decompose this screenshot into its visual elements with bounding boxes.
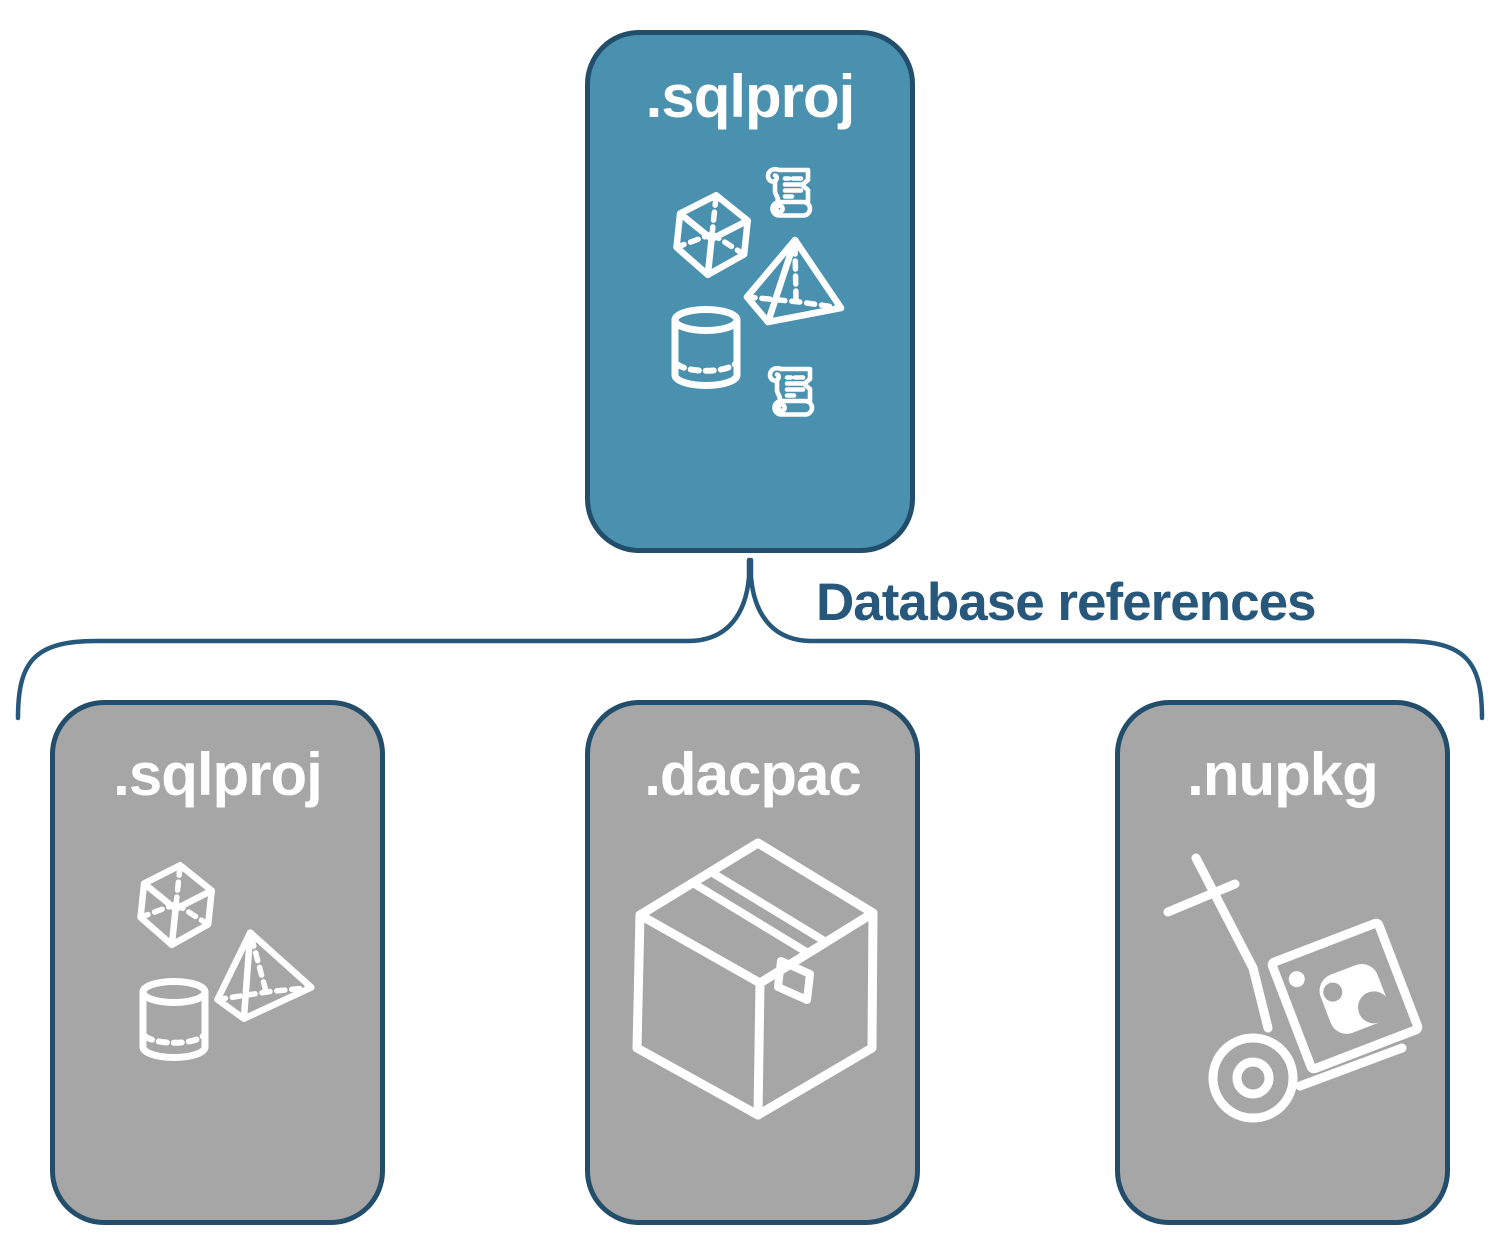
node-title: .sqlproj xyxy=(113,741,323,808)
node-root-sqlproj: .sqlproj xyxy=(585,30,915,553)
node-title: .nupkg xyxy=(1187,741,1379,808)
scroll-icon xyxy=(767,365,815,417)
connector-label: Database references xyxy=(816,573,1317,632)
cylinder-icon xyxy=(671,306,741,389)
node-child-sqlproj: .sqlproj xyxy=(50,700,385,1225)
hand-truck-hub-icon xyxy=(1232,1057,1274,1099)
hand-truck-plate-icon xyxy=(1295,1043,1407,1091)
cube-icon xyxy=(137,861,215,949)
node-title: .sqlproj xyxy=(645,63,856,130)
cube-icon xyxy=(673,191,751,279)
package-label-icon xyxy=(774,957,814,1004)
node-title: .dacpac xyxy=(644,741,861,808)
pyramid-icon xyxy=(214,929,315,1022)
sql-objects-icon-cluster xyxy=(671,166,845,417)
hand-truck-rail-icon xyxy=(1191,853,1273,1033)
package-box-outline xyxy=(632,838,878,1120)
node-child-dacpac: .dacpac xyxy=(585,700,920,1225)
nuget-package-icon xyxy=(1267,918,1423,1074)
scroll-icon xyxy=(765,166,813,218)
node-child-nupkg: .nupkg xyxy=(1115,700,1450,1225)
brace-left-half xyxy=(15,557,752,721)
pyramid-icon xyxy=(743,236,845,326)
hand-truck-wheel-icon xyxy=(1208,1033,1298,1123)
hand-truck-handle-icon xyxy=(1163,879,1240,917)
cylinder-icon xyxy=(139,978,209,1061)
package-box-icon xyxy=(632,838,878,1120)
sql-objects-icon-cluster xyxy=(137,861,315,1061)
hand-truck-icon xyxy=(1163,853,1423,1123)
